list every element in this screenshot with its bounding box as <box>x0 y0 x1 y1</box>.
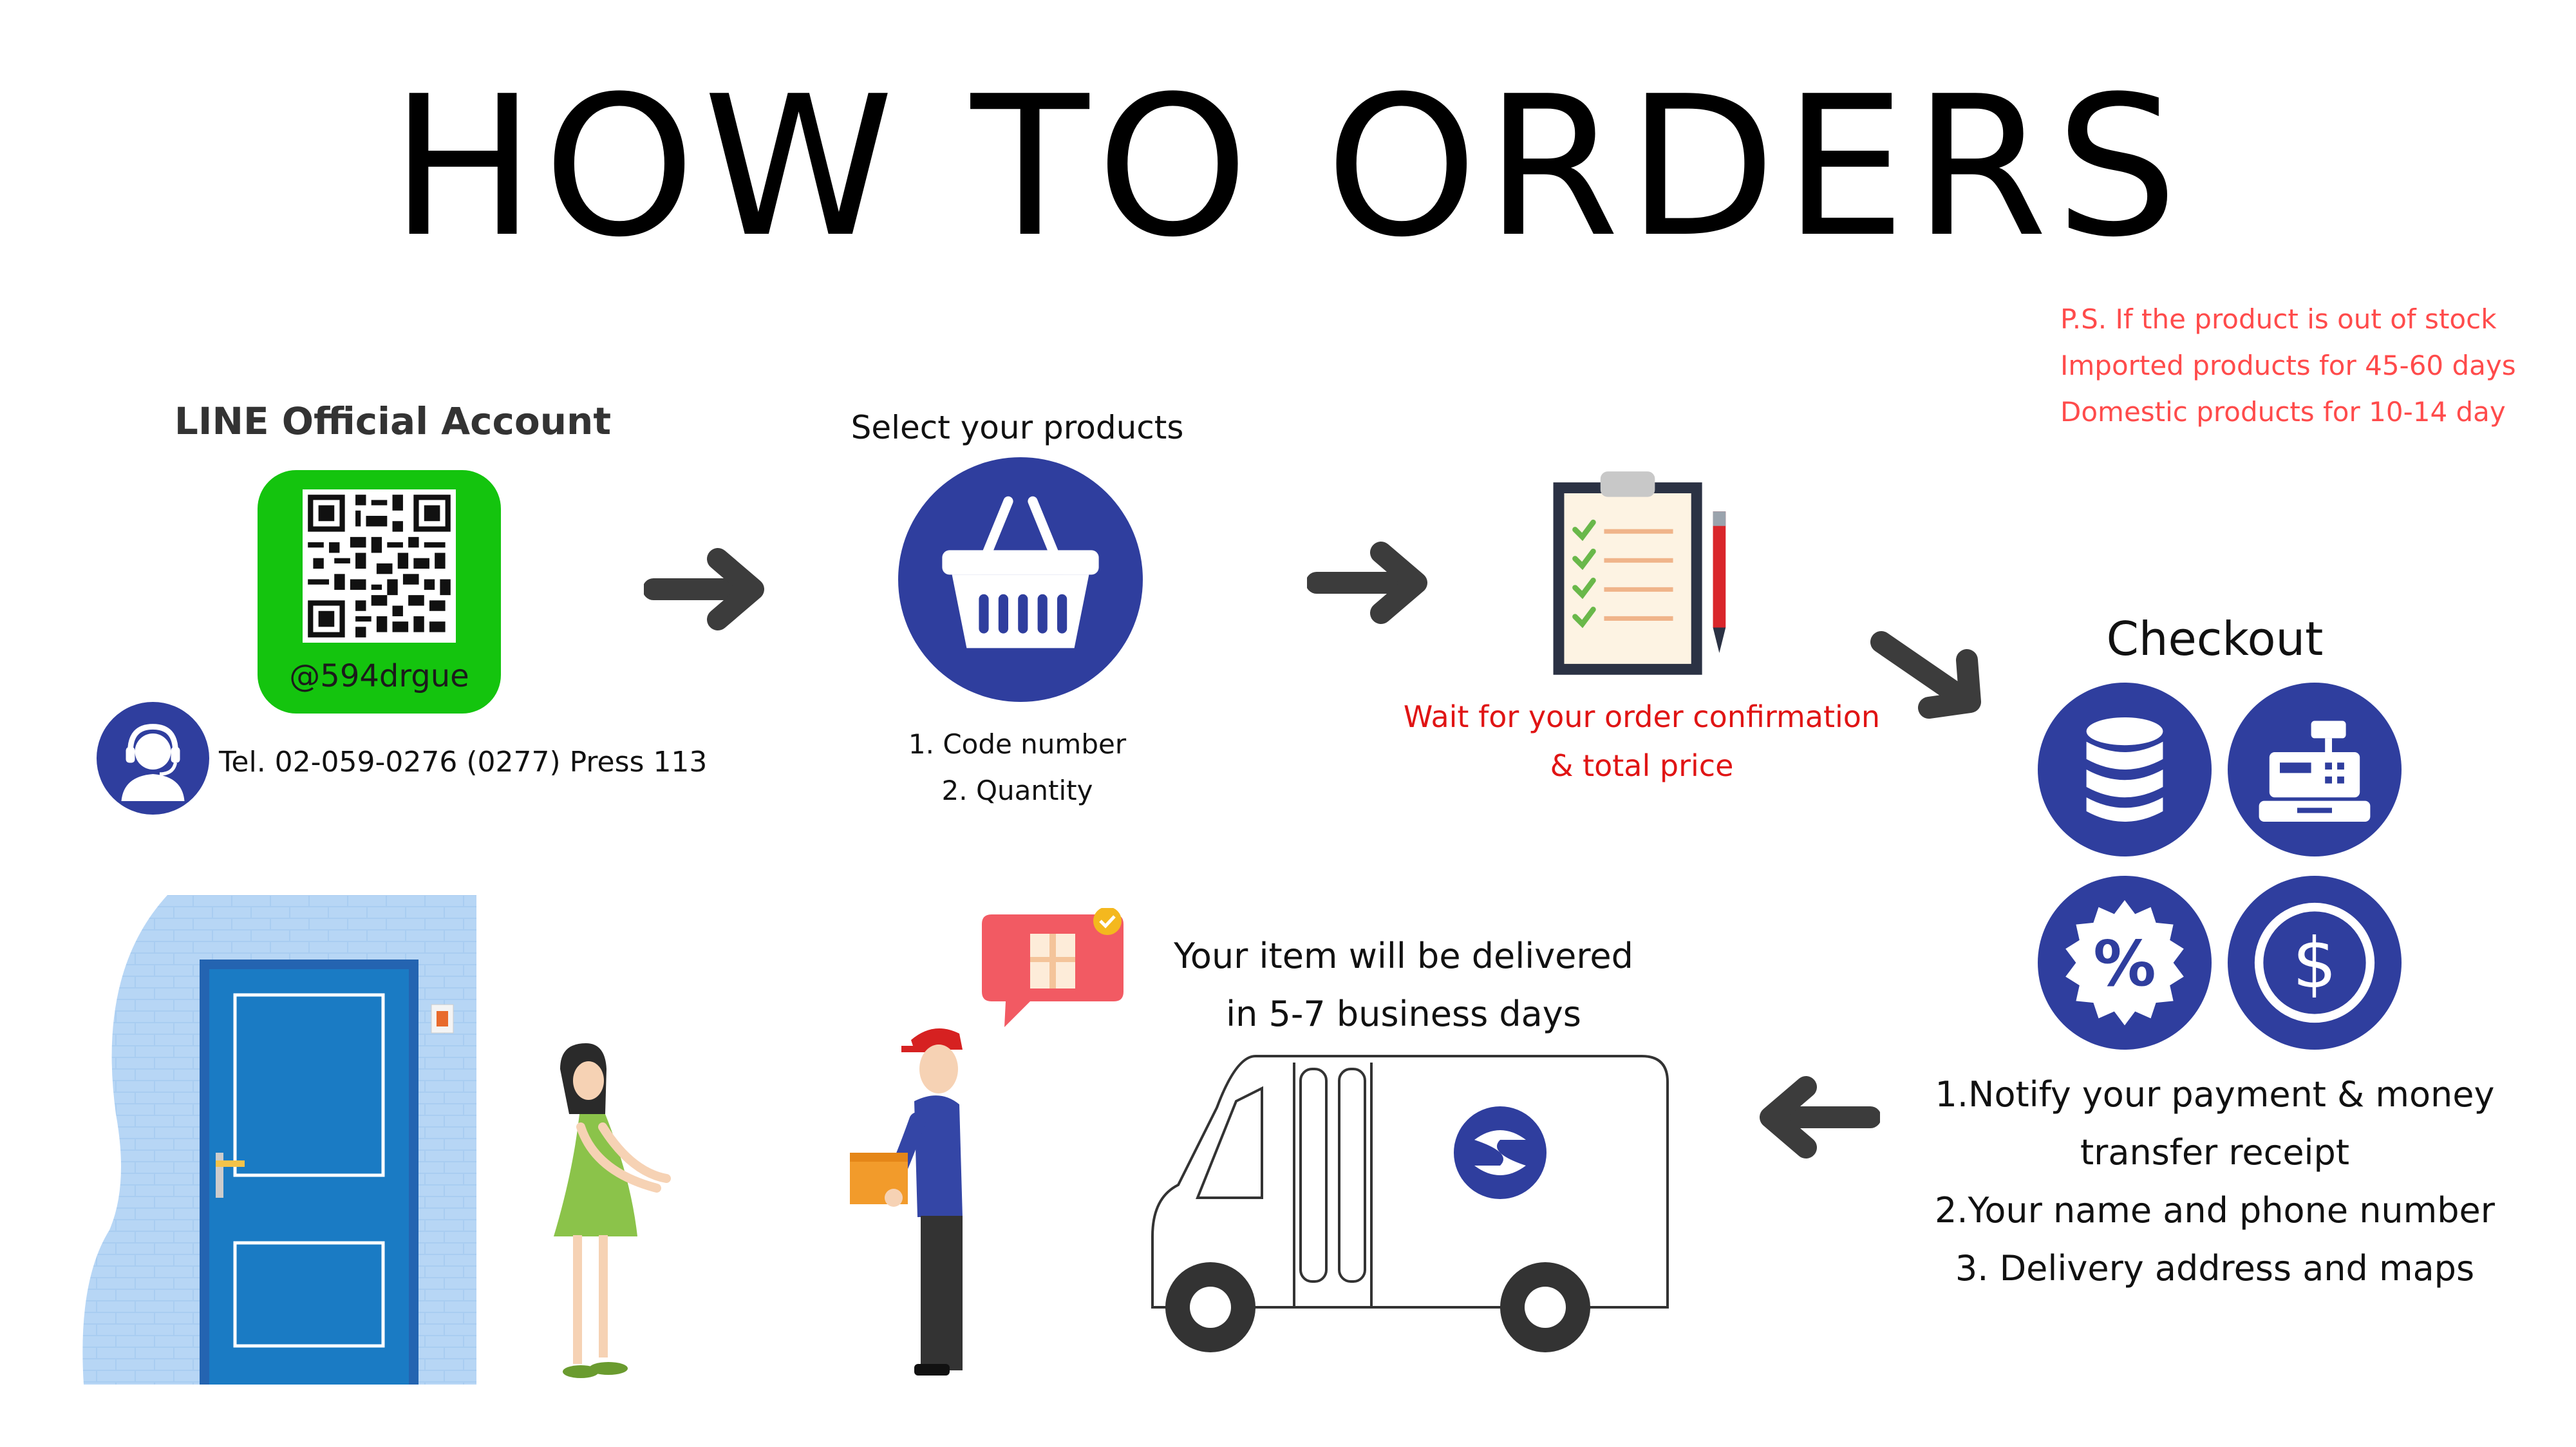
list-item: transfer receipt <box>2080 1132 2350 1173</box>
checkout-title: Checkout <box>2106 612 2324 666</box>
list-item: 2. Quantity <box>941 775 1093 806</box>
order-confirmation-note: Wait for your order confirmation & total… <box>1384 692 1899 790</box>
note-line: in 5-7 business days <box>1226 994 1581 1034</box>
percent-badge-icon: % <box>2038 876 2212 1050</box>
package-chat-icon <box>982 908 1123 1027</box>
arrow-right-icon <box>644 548 764 630</box>
stock-note-line: Domestic products for 10-14 day <box>2060 396 2506 428</box>
arrow-right-icon <box>1307 542 1427 624</box>
line-id: @594drgue <box>289 658 469 694</box>
stock-note-line: Imported products for 45-60 days <box>2060 350 2516 381</box>
customer-service-icon <box>97 702 209 815</box>
list-item: 3. Delivery address and maps <box>1955 1248 2475 1289</box>
cash-register-icon <box>2228 683 2402 856</box>
courier-man-icon <box>850 908 1123 1376</box>
database-icon <box>2038 683 2212 856</box>
arrow-left-icon <box>1760 1076 1880 1159</box>
clipboard-checklist-icon <box>1553 471 1726 675</box>
door-icon <box>82 895 477 1385</box>
woman-receiving-icon <box>554 1043 671 1378</box>
shopping-basket-icon <box>898 457 1143 702</box>
delivery-van-icon <box>1151 1055 1669 1352</box>
list-item: 1. Code number <box>908 728 1127 760</box>
list-item: 2.Your name and phone number <box>1935 1190 2495 1231</box>
select-products-list: 1. Code number 2. Quantity <box>837 721 1198 814</box>
delivery-note: Your item will be delivered in 5-7 busin… <box>1146 927 1661 1043</box>
list-item: 1.Notify your payment & money <box>1935 1074 2495 1115</box>
support-phone[interactable]: Tel. 02-059-0276 (0277) Press 113 <box>219 746 708 779</box>
svg-text:$: $ <box>2293 923 2337 1004</box>
checkout-steps: 1.Notify your payment & money transfer r… <box>1906 1066 2524 1298</box>
svg-text:%: % <box>2093 927 2156 1000</box>
stock-note: P.S. If the product is out of stock Impo… <box>2060 296 2550 435</box>
note-line: & total price <box>1550 748 1734 783</box>
page-title: HOW TO ORDERS <box>390 55 2186 279</box>
line-account-title: LINE Official Account <box>174 399 612 443</box>
pen-icon <box>1713 511 1726 653</box>
select-products-title: Select your products <box>851 409 1184 446</box>
note-line: Your item will be delivered <box>1174 936 1633 976</box>
qr-code-icon <box>303 489 456 643</box>
arrow-down-right-icon <box>1870 631 1981 719</box>
dollar-coin-icon: $ <box>2228 876 2402 1050</box>
stock-note-line: P.S. If the product is out of stock <box>2060 303 2497 335</box>
note-line: Wait for your order confirmation <box>1403 699 1881 734</box>
